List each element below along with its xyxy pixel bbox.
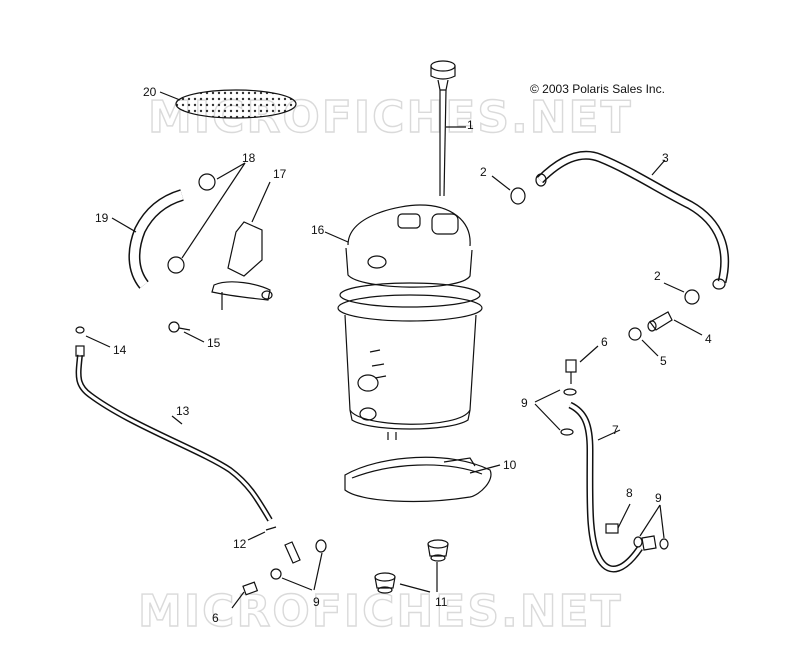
callout-5: 5 bbox=[660, 354, 667, 368]
valve-part bbox=[211, 181, 273, 310]
callout-19: 19 bbox=[95, 211, 109, 225]
clamp-part-b bbox=[663, 282, 700, 305]
callout-1: 1 bbox=[467, 118, 474, 132]
callout-3: 3 bbox=[662, 151, 669, 165]
copyright-text: © 2003 Polaris Sales Inc. bbox=[530, 82, 665, 96]
callout-2-lower: 2 bbox=[654, 269, 661, 283]
filter-screen-part bbox=[159, 89, 297, 119]
washer-part-far-right bbox=[633, 504, 669, 551]
hose-clamp-part bbox=[167, 162, 246, 274]
callout-8: 8 bbox=[626, 486, 633, 500]
clip-part bbox=[247, 526, 277, 541]
callout-13: 13 bbox=[176, 404, 190, 418]
bolt-part-8 bbox=[605, 503, 631, 534]
callout-6-left: 6 bbox=[212, 611, 219, 625]
plug-part-b bbox=[374, 562, 438, 594]
drain-hose-part bbox=[75, 345, 273, 522]
callout-9-right: 9 bbox=[521, 396, 528, 410]
washer-part-bottom bbox=[270, 539, 327, 591]
callout-18: 18 bbox=[242, 151, 256, 165]
cap-part bbox=[75, 326, 111, 348]
callout-10: 10 bbox=[503, 458, 517, 472]
strap-part bbox=[344, 456, 501, 503]
fitting-part bbox=[647, 311, 703, 336]
plug-part-a bbox=[427, 539, 449, 562]
vent-hose-part bbox=[535, 150, 730, 290]
oring-part bbox=[628, 327, 659, 357]
callout-9-far-right: 9 bbox=[655, 491, 662, 505]
callout-12: 12 bbox=[233, 537, 247, 551]
bolt-part-left bbox=[231, 581, 259, 609]
callout-6-right: 6 bbox=[601, 335, 608, 349]
callout-11: 11 bbox=[435, 595, 448, 609]
callout-2-upper: 2 bbox=[480, 165, 487, 179]
screw-part bbox=[168, 321, 205, 343]
dipstick-part bbox=[430, 60, 466, 197]
callout-14: 14 bbox=[113, 343, 127, 357]
callout-20: 20 bbox=[143, 85, 157, 99]
callout-7: 7 bbox=[612, 423, 619, 437]
bolt-part-right bbox=[565, 345, 599, 384]
fuel-line-part bbox=[568, 401, 643, 573]
washer-part-right bbox=[534, 388, 577, 436]
clamp-part-a bbox=[491, 175, 526, 205]
oil-tank-part bbox=[324, 204, 483, 440]
callout-4: 4 bbox=[705, 332, 712, 346]
callout-16: 16 bbox=[311, 223, 325, 237]
watermark-bottom: MICROFICHES.NET bbox=[137, 585, 623, 637]
callout-15: 15 bbox=[207, 336, 221, 350]
callout-17: 17 bbox=[273, 167, 287, 181]
callout-9-bottom: 9 bbox=[313, 595, 320, 609]
hose-part bbox=[111, 189, 184, 289]
